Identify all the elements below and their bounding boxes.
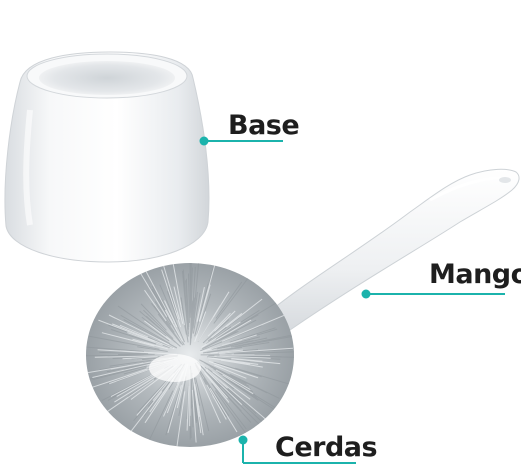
callout-base-dot [200, 137, 209, 146]
brush-handle [260, 169, 519, 335]
callout-cerdas-dot [239, 436, 248, 445]
holder-base [5, 52, 209, 262]
callout-mango-dot [362, 290, 371, 299]
label-mango: Mango [429, 261, 521, 288]
callout-mango [362, 290, 506, 299]
label-cerdas: Cerdas [275, 434, 377, 461]
label-base: Base [228, 112, 299, 139]
brush-bristles [86, 263, 294, 447]
